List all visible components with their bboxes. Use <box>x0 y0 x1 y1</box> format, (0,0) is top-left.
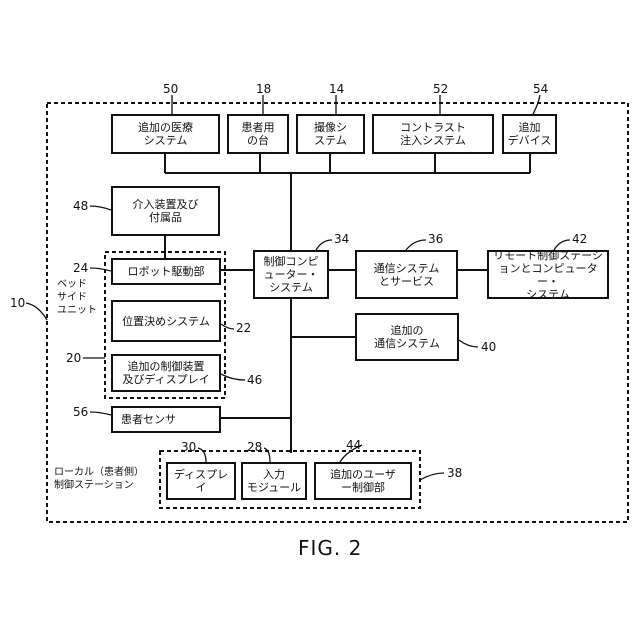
control-computer-system-box: 制御コンピ ューター・ システム <box>253 250 329 299</box>
local-station-label: ローカル（患者側） 制御ステーション <box>54 466 144 492</box>
ref-38: 38 <box>447 466 462 480</box>
ref-24: 24 <box>73 261 88 275</box>
ref-18: 18 <box>256 82 271 96</box>
display-box: ディスプレイ <box>166 462 236 500</box>
patient-sensor-box: 患者センサ <box>111 406 221 433</box>
ref-54: 54 <box>533 82 548 96</box>
positioning-system-box: 位置決めシステム <box>111 300 221 342</box>
ref-56: 56 <box>73 405 88 419</box>
additional-communication-system-box: 追加の 通信システム <box>355 313 459 361</box>
ref-52: 52 <box>433 82 448 96</box>
interventional-device-box: 介入装置及び 付属品 <box>111 186 220 236</box>
patient-table-box: 患者用 の台 <box>227 114 289 154</box>
ref-46: 46 <box>247 373 262 387</box>
contrast-injection-system-box: コントラスト 注入システム <box>372 114 494 154</box>
robotic-drive-box: ロボット駆動部 <box>111 258 221 285</box>
ref-34: 34 <box>334 232 349 246</box>
bedside-unit-label: ベッド サイド ユニット <box>57 278 97 317</box>
additional-device-box: 追加 デバイス <box>502 114 557 154</box>
additional-controls-display-box: 追加の制御装置 及びディスプレイ <box>111 354 221 392</box>
ref-42: 42 <box>572 232 587 246</box>
communication-system-box: 通信システム とサービス <box>355 250 458 299</box>
input-module-box: 入力 モジュール <box>241 462 307 500</box>
additional-user-controls-box: 追加のユーザ ー制御部 <box>314 462 412 500</box>
imaging-system-box: 撮像シ ステム <box>296 114 365 154</box>
ref-48: 48 <box>73 199 88 213</box>
ref-28: 28 <box>247 440 262 454</box>
additional-medical-system-box: 追加の医療 システム <box>111 114 220 154</box>
ref-20: 20 <box>66 351 81 365</box>
ref-14: 14 <box>329 82 344 96</box>
ref-40: 40 <box>481 340 496 354</box>
ref-50: 50 <box>163 82 178 96</box>
remote-control-station-box: リモート制御ステーシ ョンとコンピューター・ システム <box>487 250 609 299</box>
ref-36: 36 <box>428 232 443 246</box>
ref-44: 44 <box>346 438 361 452</box>
figure-label: FIG. 2 <box>298 536 362 560</box>
ref-22: 22 <box>236 321 251 335</box>
ref-10: 10 <box>10 296 25 310</box>
ref-30: 30 <box>181 440 196 454</box>
